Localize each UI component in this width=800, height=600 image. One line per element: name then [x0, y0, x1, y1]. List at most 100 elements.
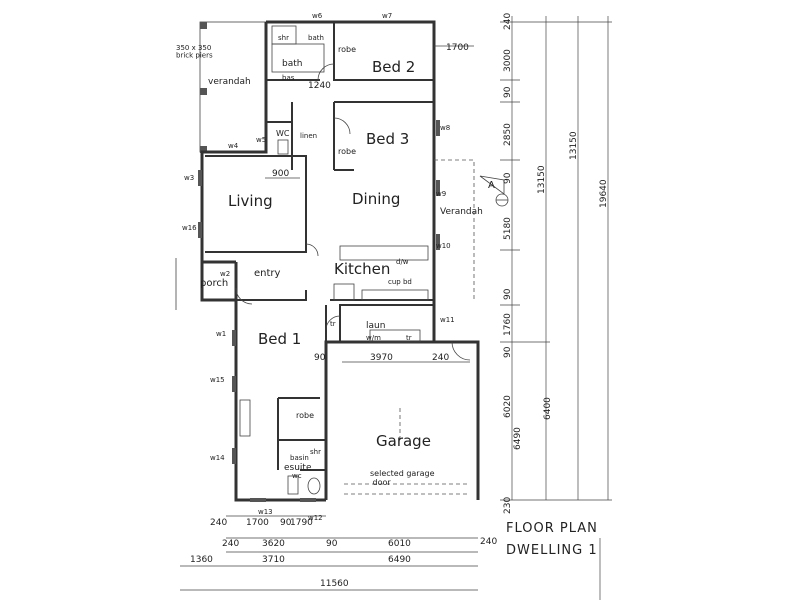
label-basin: basin — [290, 454, 309, 462]
dim-900-living: 900 — [272, 169, 289, 179]
dim-1240: 1240 — [308, 81, 331, 91]
wc-toilet — [277, 139, 289, 155]
room-labels: Bed 2 Bed 3 Living Dining Kitchen Bed 1 … — [176, 34, 495, 487]
window-w9: w9 — [436, 190, 446, 198]
label-dw: d/w — [396, 258, 409, 266]
window-w6: w6 — [312, 12, 323, 20]
label-bath-small: bath — [308, 34, 324, 42]
garage-door-line — [344, 483, 470, 495]
dim-r1-6: 90 — [503, 288, 513, 300]
dim-r1-0: 240 — [503, 13, 513, 30]
room-wc: WC — [276, 129, 290, 138]
dim-b3-0: 1360 — [190, 555, 213, 565]
bath-tub — [271, 43, 325, 73]
robe-bed2: robe — [338, 45, 356, 54]
room-dining: Dining — [352, 190, 400, 208]
dim-b2-1: 3620 — [262, 539, 285, 549]
dim-b2-3: 6010 — [388, 539, 411, 549]
robe-bed1: robe — [296, 411, 314, 420]
dimension-lines — [180, 16, 612, 600]
room-porch: porch — [200, 278, 228, 289]
kitchen-bench — [339, 245, 429, 261]
dim-b1-1: 1700 — [246, 518, 269, 528]
window-w12: w12 — [308, 514, 323, 522]
room-bed1: Bed 1 — [258, 330, 301, 348]
label-shr-ensuite: shr — [310, 448, 321, 456]
bottom-dimensions: 240 1700 90 1790 240 3620 90 6010 240 13… — [190, 518, 497, 589]
window-w7: w7 — [382, 12, 392, 20]
dim-r3-0: 13150 — [569, 131, 579, 160]
plan-subtitle: DWELLING 1 — [506, 543, 598, 558]
label-tr: tr — [330, 320, 336, 328]
robe-bed3: robe — [338, 147, 356, 156]
window-w8: w8 — [440, 124, 450, 132]
window-w3: w3 — [184, 174, 194, 182]
dim-240-garage: 240 — [432, 353, 449, 363]
door-swings — [235, 63, 471, 361]
dim-r2-1: 6490 — [513, 427, 523, 450]
room-linen: linen — [300, 132, 317, 140]
window-w5: w5 — [256, 136, 266, 144]
dim-b3-1: 3710 — [262, 555, 285, 565]
dim-r1-9: 6020 — [503, 395, 513, 418]
room-garage: Garage — [376, 432, 431, 450]
window-w11: w11 — [440, 316, 455, 324]
dim-r1-10: 230 — [503, 497, 513, 514]
dim-b2-4: 240 — [480, 537, 497, 547]
internal-walls — [205, 22, 434, 471]
dim-r4: 19640 — [599, 179, 609, 208]
dim-90-bed1: 90 — [314, 353, 326, 363]
label-wm: w/m — [366, 334, 381, 342]
room-laundry: laun — [366, 321, 385, 331]
room-bed2: Bed 2 — [372, 58, 415, 76]
room-bed3: Bed 3 — [366, 130, 409, 148]
laundry-tub — [369, 329, 421, 343]
dim-b2-2: 90 — [326, 539, 338, 549]
dim-1700-top: 1700 — [446, 43, 469, 53]
dim-r1-5: 5180 — [503, 217, 513, 240]
section-marker-label: A — [488, 180, 495, 191]
dim-b1-2: 90 — [280, 518, 292, 528]
window-w15: w15 — [210, 376, 225, 384]
label-garage-door: selected garage door — [370, 469, 435, 487]
room-verandah-right: Verandah — [440, 207, 483, 217]
title-block: FLOOR PLAN DWELLING 1 — [506, 521, 598, 558]
right-dimensions: 240 3000 90 2850 90 5180 90 1760 90 6020… — [503, 13, 609, 514]
dim-r1-2: 90 — [503, 86, 513, 98]
room-ensuite: esuite — [284, 463, 312, 473]
dim-r1-4: 90 — [503, 172, 513, 184]
room-entry: entry — [254, 268, 281, 279]
window-w2: w2 — [220, 270, 230, 278]
label-bas: bas — [282, 74, 295, 82]
dim-b1-0: 240 — [210, 518, 227, 528]
section-marker — [479, 175, 509, 207]
room-verandah-top: verandah — [208, 77, 251, 87]
dim-r1-1: 3000 — [503, 49, 513, 72]
window-w1: w1 — [216, 330, 226, 338]
verandah-outline — [199, 21, 267, 153]
verandah-right-outline — [434, 159, 475, 300]
label-cup-bd: cup bd — [388, 278, 412, 286]
dim-r1-3: 2850 — [503, 123, 513, 146]
interior-dimensions: 1240 1700 900 90 3970 240 — [272, 43, 469, 363]
dim-3970: 3970 — [370, 353, 393, 363]
dim-b2-0: 240 — [222, 539, 239, 549]
plan-title: FLOOR PLAN — [506, 521, 598, 536]
window-labels: w1 w2 w3 w4 w5 w6 w7 w8 w9 w10 w11 w12 w… — [182, 12, 455, 522]
dim-r2-0: 13150 — [537, 165, 547, 194]
window-w14: w14 — [210, 454, 225, 462]
dim-r1-8: 90 — [503, 346, 513, 358]
window-marks — [198, 120, 440, 502]
room-living: Living — [228, 192, 273, 210]
label-shr-top: shr — [278, 34, 289, 42]
window-w13: w13 — [258, 508, 273, 516]
window-w16: w16 — [182, 224, 197, 232]
label-tr2: tr — [406, 334, 412, 342]
window-w4: w4 — [228, 142, 239, 150]
dim-b1-3: 1790 — [290, 518, 313, 528]
dim-r1-7: 1760 — [503, 313, 513, 336]
dim-b3-2: 6490 — [388, 555, 411, 565]
label-wc-ensuite: wc — [292, 472, 302, 480]
window-w10: w10 — [436, 242, 451, 250]
